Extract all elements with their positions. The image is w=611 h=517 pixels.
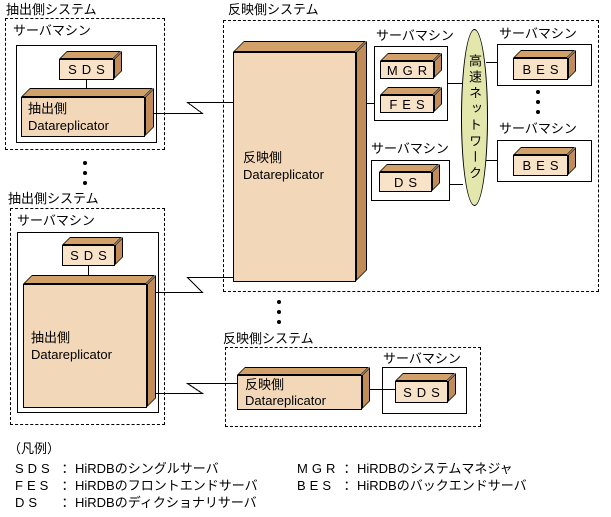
server-machine-frame [382,367,467,414]
reflect-system-2-title: 反映側システム [223,331,314,346]
extract-system-1-title: 抽出側システム [6,2,97,17]
legend-desc: HiRDBのシステムマネジャ [357,461,513,476]
extract-system-1-frame [5,18,165,150]
legend-abbr: BES [297,478,336,493]
extract-side-text: 抽出側 [28,101,68,116]
datareplicator-text: Datareplicator [31,347,112,362]
vertical-ellipsis-icon [536,87,540,117]
ds-box: DS [379,172,432,192]
sds-box-label: SDS [70,248,112,263]
vertical-ellipsis-icon [277,297,281,327]
sds-box: SDS [62,245,115,266]
legend-desc: HiRDBのフロントエンドサーバ [75,478,258,493]
fes-box: FES [380,95,434,113]
server-machine-frame [374,46,448,121]
legend-item-mgr: MGR：HiRDBのシステムマネジャ [297,458,513,477]
reflect-datareplicator-label: 反映側 Datareplicator [243,149,324,183]
legend-separator: ： [61,461,75,476]
legend-abbr: DS [15,495,42,510]
legend-separator: ： [61,478,75,493]
mgr-box-label: MGR [386,62,433,78]
server-machine-frame [17,232,159,413]
reflect-datareplicator-box-2: 反映側 Datareplicator [237,375,362,410]
reflect-system-2-frame [225,347,481,427]
reflect-system-1-frame [223,20,599,292]
extract-datareplicator-label: 抽出側 Datareplicator [31,329,112,363]
extract-datareplicator-label: 抽出側 Datareplicator [28,100,109,134]
legend-item-sds: SDS ：HiRDBのシングルサーバ [15,458,219,477]
server-machine-label: サーバマシン [499,121,577,136]
datareplicator-text: Datareplicator [245,393,326,408]
bes-box: BES [513,155,568,176]
reflect-side-text: 反映側 [245,377,285,392]
sds-box: SDS [395,381,448,403]
server-machine-label: サーバマシン [13,23,91,38]
legend-desc: HiRDBのバックエンドサーバ [357,478,527,493]
extract-system-2-title: 抽出側システム [8,191,99,206]
server-machine-label: サーバマシン [371,141,449,156]
high-speed-network-ellipse: 高速ネットワーク [461,29,488,206]
legend-abbr: MGR [297,461,340,476]
extract-datareplicator-box-1: 抽出側 Datareplicator [21,97,145,137]
datareplicator-text: Datareplicator [28,118,109,133]
reflect-datareplicator-label: 反映側 Datareplicator [245,377,326,409]
extract-system-2-frame [10,208,165,425]
legend-desc: HiRDBのディクショナリサーバ [75,495,257,510]
sds-box-label: SDS [403,384,445,400]
legend-item-fes: FES ：HiRDBのフロントエンドサーバ [15,475,258,494]
legend-separator: ： [343,478,357,493]
legend-separator: ： [343,461,357,476]
server-machine-label: サーバマシン [383,351,461,366]
extract-side-text: 抽出側 [31,330,71,345]
bes-box-label: BES [522,158,564,173]
sds-box: SDS [59,59,114,80]
mgr-box: MGR [380,61,434,79]
extract-datareplicator-box-2: 抽出側 Datareplicator [23,284,147,408]
high-speed-network-label: 高速ネットワーク [467,53,482,182]
server-machine-frame [497,44,592,86]
legend-abbr: FES [15,478,53,493]
server-machine-label: サーバマシン [376,28,454,43]
sds-box-label: SDS [68,62,110,77]
server-machine-frame [16,45,157,143]
legend-item-bes: BES ：HiRDBのバックエンドサーバ [297,475,527,494]
server-machine-frame [497,140,592,182]
reflect-side-text: 反映側 [243,150,283,165]
fes-box-label: FES [389,96,430,112]
legend-desc: HiRDBのシングルサーバ [75,461,219,476]
reflect-datareplicator-box-1: 反映側 Datareplicator [233,52,356,282]
legend-title: （凡例） [8,441,61,456]
server-machine-label: サーバマシン [499,26,577,41]
server-machine-frame [371,160,450,201]
legend-separator: ： [61,495,75,510]
legend-item-ds: DS ：HiRDBのディクショナリサーバ [15,492,257,511]
bes-box: BES [513,58,568,80]
bes-box-label: BES [522,61,564,77]
server-machine-label: サーバマシン [17,213,95,228]
ds-box-label: DS [393,174,423,190]
legend-abbr: SDS [15,461,54,476]
datareplicator-text: Datareplicator [243,167,324,182]
reflect-system-1-title: 反映側システム [228,2,319,17]
vertical-ellipsis-icon [83,158,87,188]
